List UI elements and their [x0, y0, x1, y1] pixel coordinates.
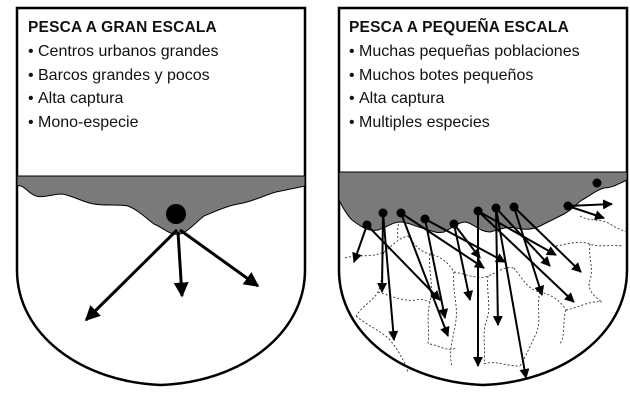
- small-arrow: [567, 199, 613, 210]
- small-scale-bullet: •Muchas pequeñas poblaciones: [349, 43, 580, 60]
- small-scale-title: PESCA A PEQUEÑA ESCALA: [349, 19, 569, 36]
- small-arrow: [424, 218, 449, 319]
- small-scale-bullet: •Alta captura: [349, 90, 445, 107]
- small-arrow: [477, 210, 575, 303]
- small-arrow: [477, 210, 557, 256]
- small-port-dots: [362, 178, 602, 230]
- large-scale-bullet: •Centros urbanos grandes: [28, 43, 219, 60]
- small-port-dot: [592, 178, 602, 188]
- small-scale-panel: [337, 6, 629, 387]
- small-arrow: [400, 212, 485, 269]
- large-scale-arrows: [84, 228, 260, 322]
- small-arrow: [513, 206, 582, 273]
- small-arrow: [567, 205, 605, 220]
- small-arrow: [366, 224, 441, 301]
- small-scale-bullet-list: •Muchas pequeñas poblaciones •Muchos bot…: [349, 40, 580, 134]
- small-arrow: [424, 218, 506, 263]
- small-scale-bullet: •Multiples especies: [349, 113, 490, 131]
- large-arrow-left: [84, 228, 179, 322]
- large-scale-coastline: [16, 175, 306, 235]
- large-scale-panel: [15, 6, 307, 387]
- small-arrow: [495, 207, 530, 379]
- small-arrow: [513, 206, 545, 296]
- large-port-dot: [166, 204, 186, 224]
- large-arrow-right: [179, 228, 260, 288]
- small-arrow: [382, 212, 399, 341]
- small-arrow: [377, 212, 388, 293]
- large-scale-bullet-list: •Centros urbanos grandes •Barcos grandes…: [28, 40, 219, 134]
- small-arrow: [400, 212, 450, 337]
- large-scale-bullet: •Alta captura: [28, 90, 124, 107]
- large-arrow-down: [173, 231, 189, 298]
- small-arrow: [352, 224, 368, 263]
- small-scale-arrows: [352, 199, 613, 379]
- large-scale-title: PESCA A GRAN ESCALA: [28, 19, 217, 36]
- large-scale-bullet: •Barcos grandes y pocos: [28, 66, 210, 84]
- small-scale-bullet: •Muchos botes pequeños: [349, 66, 534, 84]
- large-scale-bullet: •Mono-especie: [28, 113, 139, 131]
